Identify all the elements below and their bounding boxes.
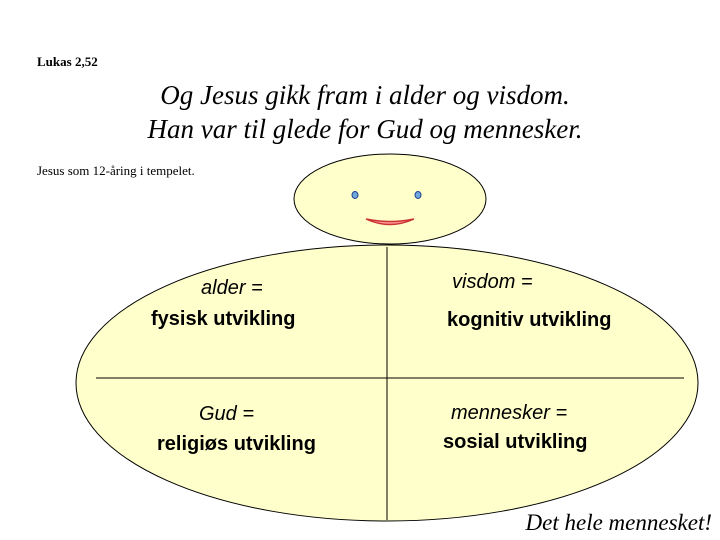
left-eye — [351, 191, 359, 199]
footer-text: Det hele mennesket! — [525, 510, 712, 535]
subtitle: Jesus som 12-åring i tempelet. — [37, 163, 195, 178]
quadrant-god-meaning: religiøs utvikling — [157, 433, 316, 455]
right-eye — [414, 191, 422, 199]
quadrant-wisdom-term: visdom = — [452, 271, 533, 293]
quadrant-people-meaning: sosial utvikling — [443, 431, 588, 453]
quadrant-people-term: mennesker = — [451, 402, 568, 424]
title-line-2: Han var til glede for Gud og mennesker. — [147, 114, 583, 144]
quadrant-age-meaning: fysisk utvikling — [151, 308, 296, 330]
mouth — [365, 218, 415, 226]
title-line-1: Og Jesus gikk fram i alder og visdom. — [160, 80, 570, 110]
quadrant-wisdom-meaning: kognitiv utvikling — [447, 309, 612, 331]
head-circle — [293, 153, 487, 245]
bible-reference: Lukas 2,52 — [37, 54, 98, 69]
quadrant-god-term: Gud = — [199, 403, 255, 425]
quadrant-age-term: alder = — [201, 277, 263, 299]
